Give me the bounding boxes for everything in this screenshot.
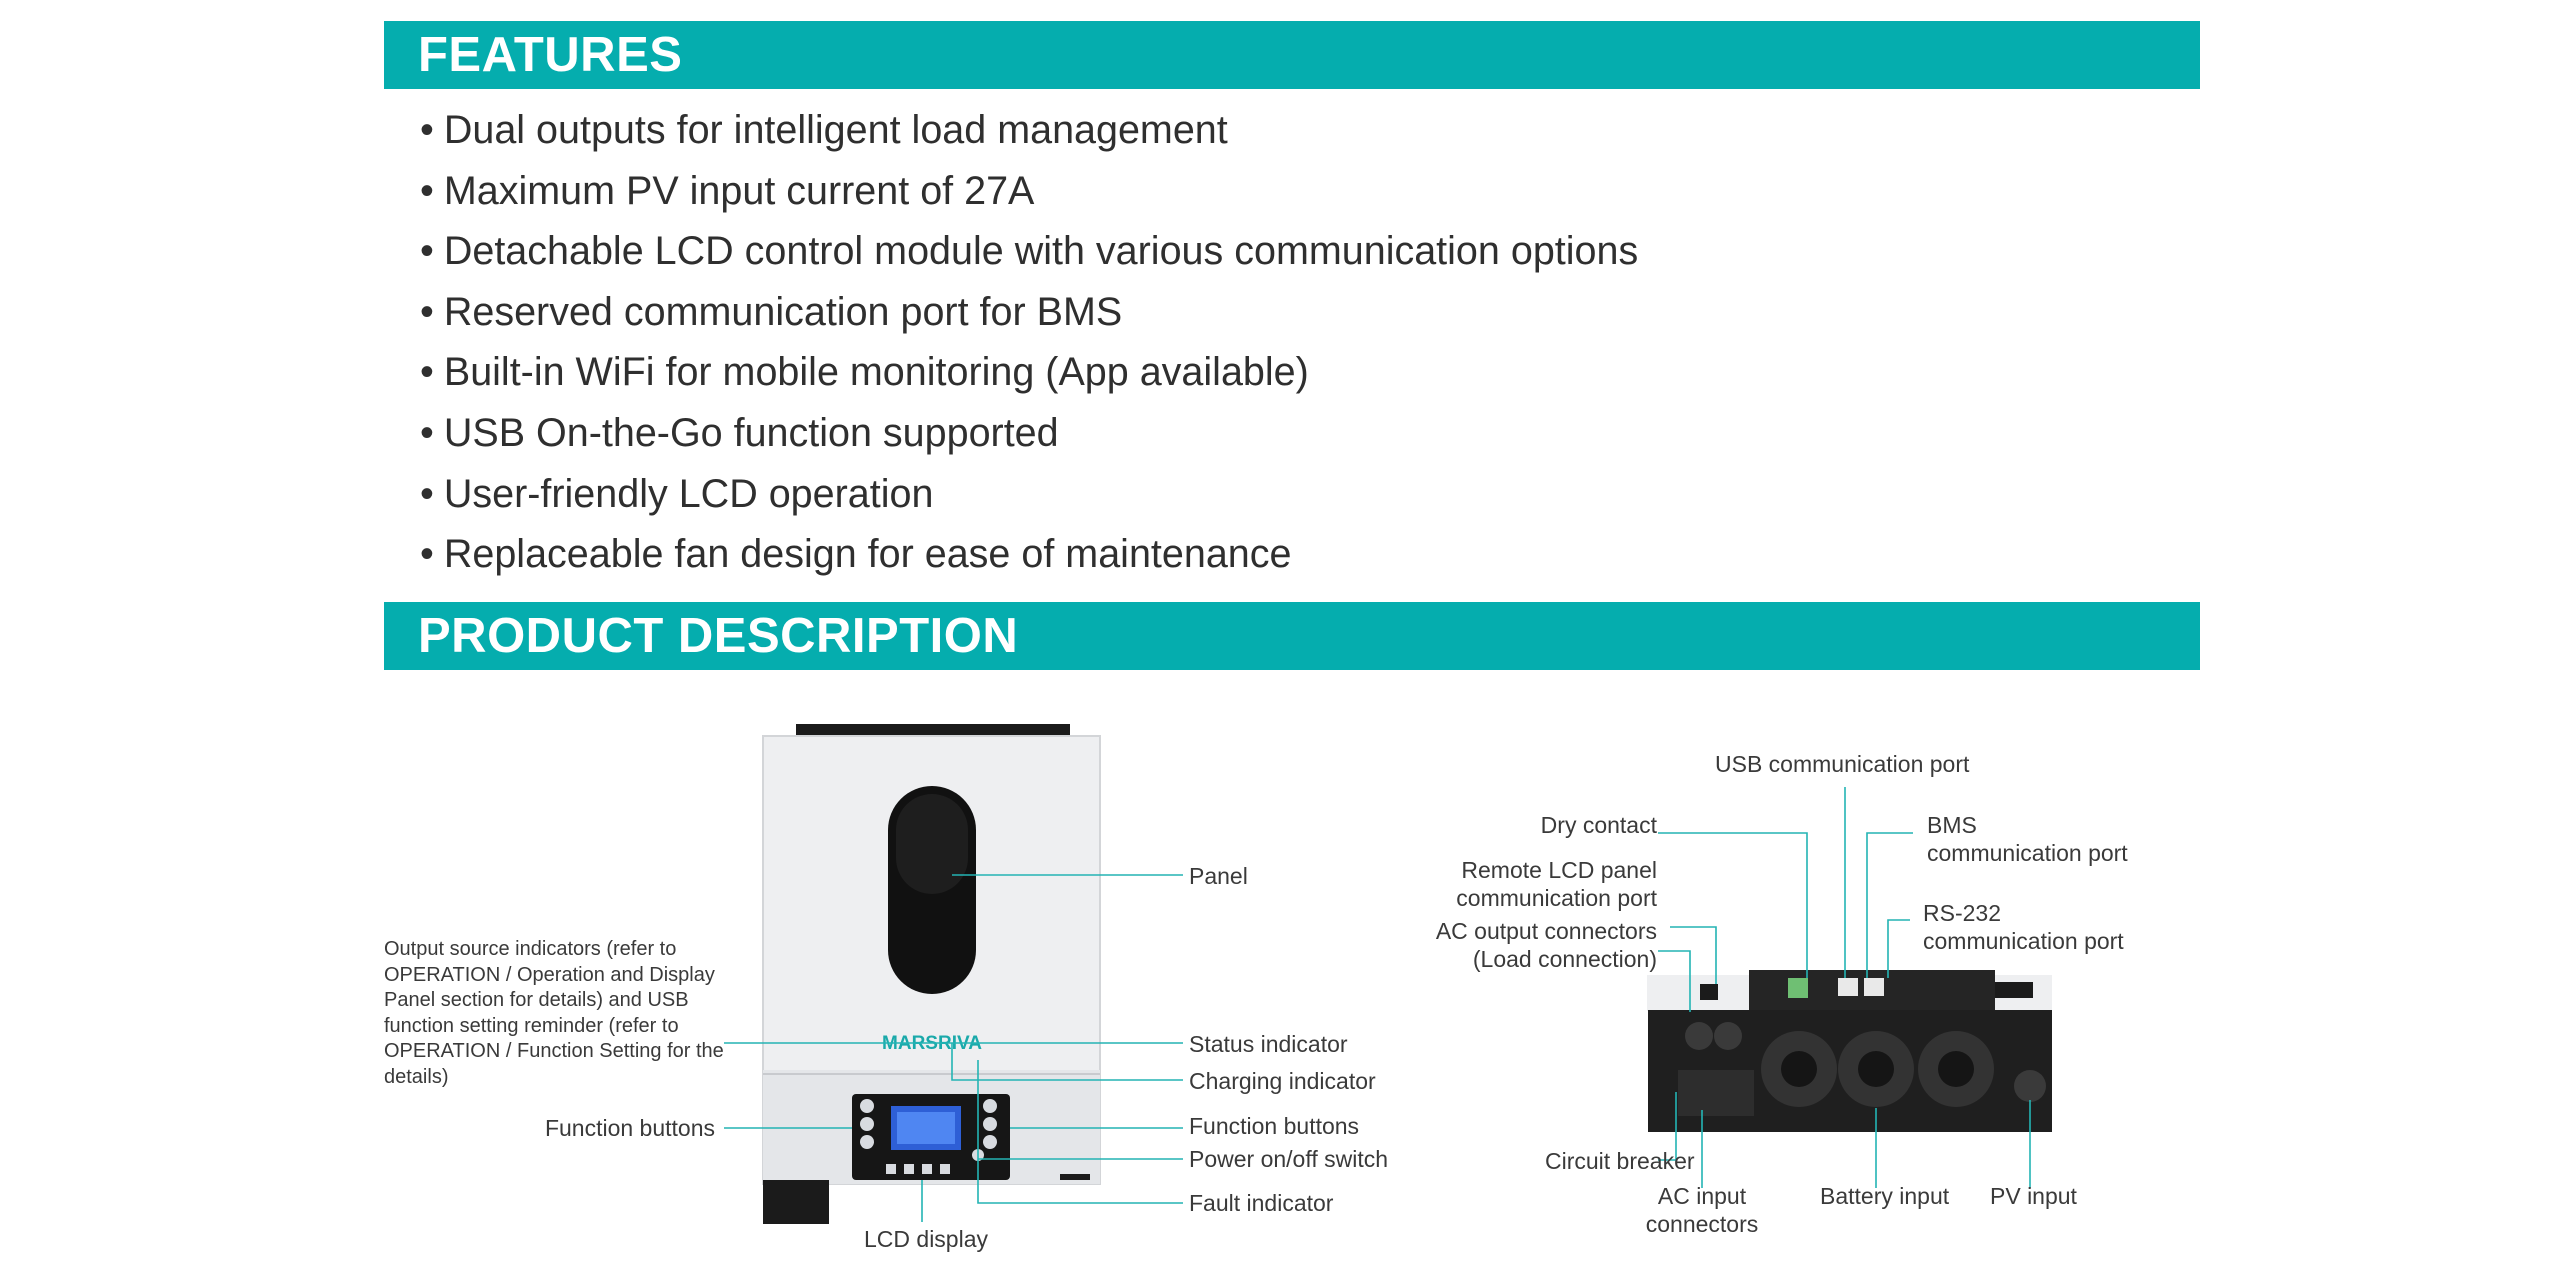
label-usb-port: USB communication port xyxy=(1715,751,1970,777)
inverter-front-image: MARSRIVA xyxy=(762,724,1101,1224)
feature-item: Reserved communication port for BMS xyxy=(420,282,1638,343)
label-ac-output-line1: AC output connectors xyxy=(1435,918,1657,944)
label-circuit-breaker: Circuit breaker xyxy=(1545,1148,1695,1174)
features-list: Dual outputs for intelligent load manage… xyxy=(420,100,1638,585)
label-charging-indicator: Charging indicator xyxy=(1189,1068,1376,1094)
label-ac-input-line2: connectors xyxy=(1645,1211,1759,1237)
label-pv-input: PV input xyxy=(1990,1183,2077,1209)
feature-item: Detachable LCD control module with vario… xyxy=(420,221,1638,282)
label-ac-output-line2: (Load connection) xyxy=(1472,946,1657,972)
label-dry-contact: Dry contact xyxy=(1540,812,1657,838)
label-remote-lcd-line2: communication port xyxy=(1456,885,1657,911)
feature-item: Dual outputs for intelligent load manage… xyxy=(420,100,1638,161)
label-bms-port-line1: BMS xyxy=(1927,812,1977,838)
label-rs232-line1: RS-232 xyxy=(1923,900,2001,926)
feature-item: Replaceable fan design for ease of maint… xyxy=(420,524,1638,585)
label-ac-input-line1: AC input xyxy=(1657,1183,1747,1209)
label-bms-port-line2: communication port xyxy=(1927,840,2128,866)
feature-item: User-friendly LCD operation xyxy=(420,464,1638,525)
feature-item: USB On-the-Go function supported xyxy=(420,403,1638,464)
label-fault-indicator: Fault indicator xyxy=(1189,1190,1334,1216)
label-battery-input: Battery input xyxy=(1820,1183,1950,1209)
feature-item: Maximum PV input current of 27A xyxy=(420,161,1638,222)
label-power-switch: Power on/off switch xyxy=(1189,1146,1389,1172)
label-function-buttons-right: Function buttons xyxy=(1189,1113,1360,1139)
label-function-buttons-left: Function buttons xyxy=(544,1115,715,1141)
label-rs232-line2: communication port xyxy=(1923,928,2124,954)
features-heading-band: FEATURES xyxy=(384,21,2200,89)
feature-item: Built-in WiFi for mobile monitoring (App… xyxy=(420,342,1638,403)
description-heading-band: PRODUCT DESCRIPTION xyxy=(384,602,2200,670)
label-output-source-indicators: Output source indicators (refer to OPERA… xyxy=(384,938,724,1088)
description-heading: PRODUCT DESCRIPTION xyxy=(418,609,1019,663)
label-lcd-display: LCD display xyxy=(864,1226,988,1252)
label-status-indicator: Status indicator xyxy=(1189,1031,1348,1057)
leader-lines xyxy=(724,787,2031,1222)
inverter-bottom-image xyxy=(1647,970,2052,1132)
label-panel: Panel xyxy=(1189,863,1248,889)
label-remote-lcd-line1: Remote LCD panel xyxy=(1461,857,1657,883)
features-heading: FEATURES xyxy=(418,28,683,82)
